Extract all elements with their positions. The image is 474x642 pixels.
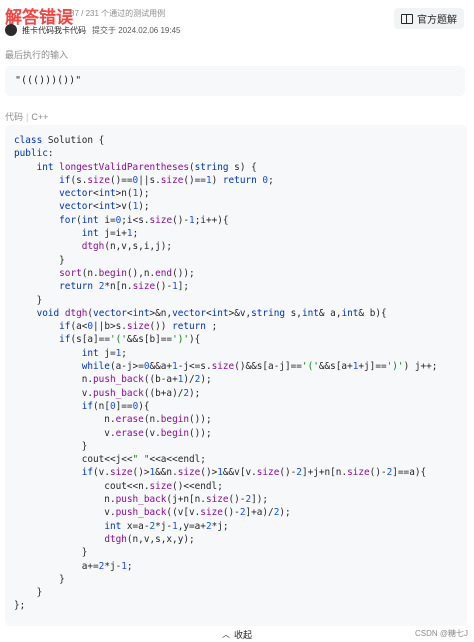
book-icon bbox=[401, 13, 413, 24]
code-line: int j=i+1; bbox=[81, 228, 139, 240]
code-text: class Solution { public: int longestVali… bbox=[14, 134, 437, 613]
code-line: public: bbox=[14, 148, 54, 160]
avatar[interactable] bbox=[5, 24, 17, 36]
code-language: C++ bbox=[31, 112, 49, 122]
code-label-text: 代码 bbox=[5, 112, 24, 122]
code-line: n.push_back((b-a+1)/2); bbox=[14, 374, 212, 386]
code-line: if(v.size()>1&&n.size()>1&&v[v.size()-2]… bbox=[81, 467, 427, 479]
code-line: if(n[0]==0){ bbox=[81, 400, 150, 412]
watermark: CSDN @糖七J bbox=[414, 629, 468, 638]
code-line: int x=a-2*j-1,y=a+2*j; bbox=[104, 520, 229, 532]
code-line: } bbox=[14, 254, 65, 266]
code-line: n.push_back(j+n[n.size()-2]); bbox=[14, 494, 269, 506]
code-line: if(a<0||b>s.size()) return ; bbox=[59, 321, 218, 333]
footer: ︿ 收起 CSDN @糖七J bbox=[0, 626, 474, 642]
code-block: class Solution { public: int longestVali… bbox=[5, 125, 467, 626]
author-name[interactable]: 推卡代码我卡代码 bbox=[22, 25, 86, 35]
code-line: } bbox=[14, 587, 43, 599]
code-line: } bbox=[14, 294, 43, 306]
collapse-button[interactable]: ︿ 收起 bbox=[222, 628, 252, 641]
official-solution-button[interactable]: 官方题解 bbox=[394, 8, 464, 29]
code-line: if(s.size()==0||s.size()==1) return 0; bbox=[59, 174, 274, 186]
code-line: cout<<j<<" "<<a<<endl; bbox=[14, 454, 206, 466]
code-line: for(int i=0;i<s.size()-1;i++){ bbox=[59, 214, 229, 226]
code-line: int j=1; bbox=[81, 347, 127, 359]
code-line: v.push_back((b+a)/2); bbox=[14, 387, 201, 399]
code-line: if(s[a]=='('&&s[b]==')'){ bbox=[59, 334, 201, 346]
testcase-count: 87 / 231 个通过的测试用例 bbox=[70, 9, 166, 18]
code-line: a+=2*j-1; bbox=[14, 560, 133, 572]
code-line: cout<<n.size()<<endl; bbox=[14, 480, 223, 492]
code-line: n.erase(n.begin()); bbox=[14, 414, 212, 426]
code-line: } bbox=[14, 573, 65, 585]
code-line: while(a-j>=0&&a+1-j<=s.size()&&s[a-j]=='… bbox=[81, 361, 438, 373]
code-line: vector<int>n(1); bbox=[59, 188, 150, 200]
submission-meta: 推卡代码我卡代码 提交于 2024.02.06 19:45 bbox=[5, 24, 181, 36]
code-label: 代码|C++ bbox=[5, 112, 49, 122]
code-line: return 2*n[n.size()-1]; bbox=[59, 281, 190, 293]
last-input-value: "((()))())" bbox=[15, 75, 82, 86]
code-line: v.push_back((v[v.size()-2]+a)/2); bbox=[14, 507, 291, 519]
code-line: }; bbox=[14, 600, 26, 612]
code-line: } bbox=[14, 547, 88, 559]
official-solution-label: 官方题解 bbox=[417, 15, 457, 26]
code-line: vector<int>v(1); bbox=[59, 201, 150, 213]
code-line: v.erase(v.begin()); bbox=[14, 427, 212, 439]
code-line: sort(n.begin(),n.end()); bbox=[59, 267, 195, 279]
result-header: 解答错误 87 / 231 个通过的测试用例 推卡代码我卡代码 提交于 2024… bbox=[0, 0, 474, 36]
result-title: 解答错误 bbox=[5, 8, 73, 27]
code-line: } bbox=[14, 440, 88, 452]
last-input-box: "((()))())" bbox=[5, 66, 465, 96]
chevron-up-icon: ︿ bbox=[222, 630, 230, 639]
code-line: int longestValidParentheses(string s) { bbox=[36, 161, 257, 173]
code-line: dtgh(n,v,s,x,y); bbox=[104, 533, 195, 545]
code-line: void dtgh(vector<int>&n,vector<int>&v,st… bbox=[36, 307, 387, 319]
collapse-label: 收起 bbox=[234, 630, 253, 640]
code-line: class Solution { bbox=[14, 135, 105, 146]
code-line: dtgh(n,v,s,i,j); bbox=[81, 241, 173, 253]
last-input-label: 最后执行的输入 bbox=[5, 50, 69, 60]
submitted-time: 提交于 2024.02.06 19:45 bbox=[92, 25, 181, 35]
